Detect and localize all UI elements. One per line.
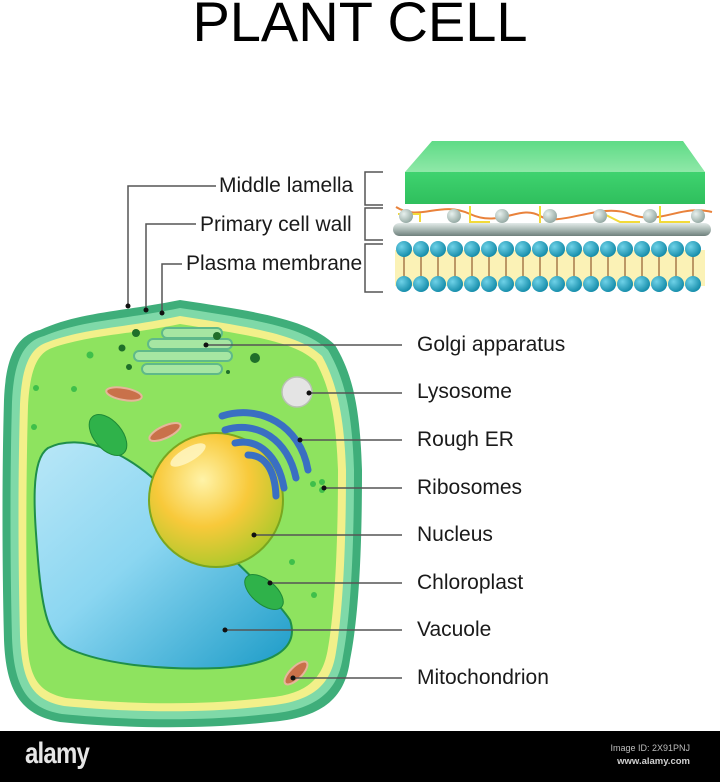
label-nucleus: Nucleus xyxy=(417,523,493,546)
page-title: PLANT CELL xyxy=(192,0,528,53)
mitochondrion xyxy=(105,386,143,402)
label-lysosome: Lysosome xyxy=(417,380,512,403)
mitochondrion xyxy=(283,660,309,686)
membrane-cross-section xyxy=(364,141,713,293)
phospholipid-heads-top xyxy=(396,241,701,257)
ribosomes xyxy=(31,329,325,598)
label-middle-lamella: Middle lamella xyxy=(219,174,354,197)
label-golgi-apparatus: Golgi apparatus xyxy=(417,333,566,356)
label-vacuole: Vacuole xyxy=(417,618,492,641)
cellulose-balls xyxy=(399,209,705,223)
rough-er xyxy=(218,409,312,500)
image-id: Image ID: 2X91PNJ xyxy=(610,743,690,753)
leader-dots xyxy=(125,303,327,681)
label-ribosomes: Ribosomes xyxy=(417,476,523,499)
mitochondrion xyxy=(148,421,182,443)
label-plasma-membrane: Plasma membrane xyxy=(186,252,363,275)
golgi-apparatus xyxy=(133,327,233,375)
lysosome xyxy=(281,376,313,408)
middle-lamella-block-front xyxy=(405,172,705,204)
footer-url[interactable]: www.alamy.com xyxy=(617,756,690,767)
label-rough-er: Rough ER xyxy=(417,428,514,451)
membrane-brackets xyxy=(364,171,383,293)
chloroplast xyxy=(88,414,128,456)
watermark-footer: alamy Image ID: 2X91PNJ www.alamy.com xyxy=(0,731,720,782)
leader-lines xyxy=(127,185,402,679)
nucleus xyxy=(148,432,284,568)
label-primary-cell-wall: Primary cell wall xyxy=(200,213,352,236)
phospholipid-heads-bottom xyxy=(396,276,701,292)
plant-cell xyxy=(2,300,362,728)
label-mitochondrion: Mitochondrion xyxy=(417,666,549,689)
cellulose-rod xyxy=(393,223,711,236)
alamy-logo: alamy xyxy=(25,737,90,770)
label-chloroplast: Chloroplast xyxy=(417,571,524,594)
middle-lamella-block-top xyxy=(405,141,705,172)
